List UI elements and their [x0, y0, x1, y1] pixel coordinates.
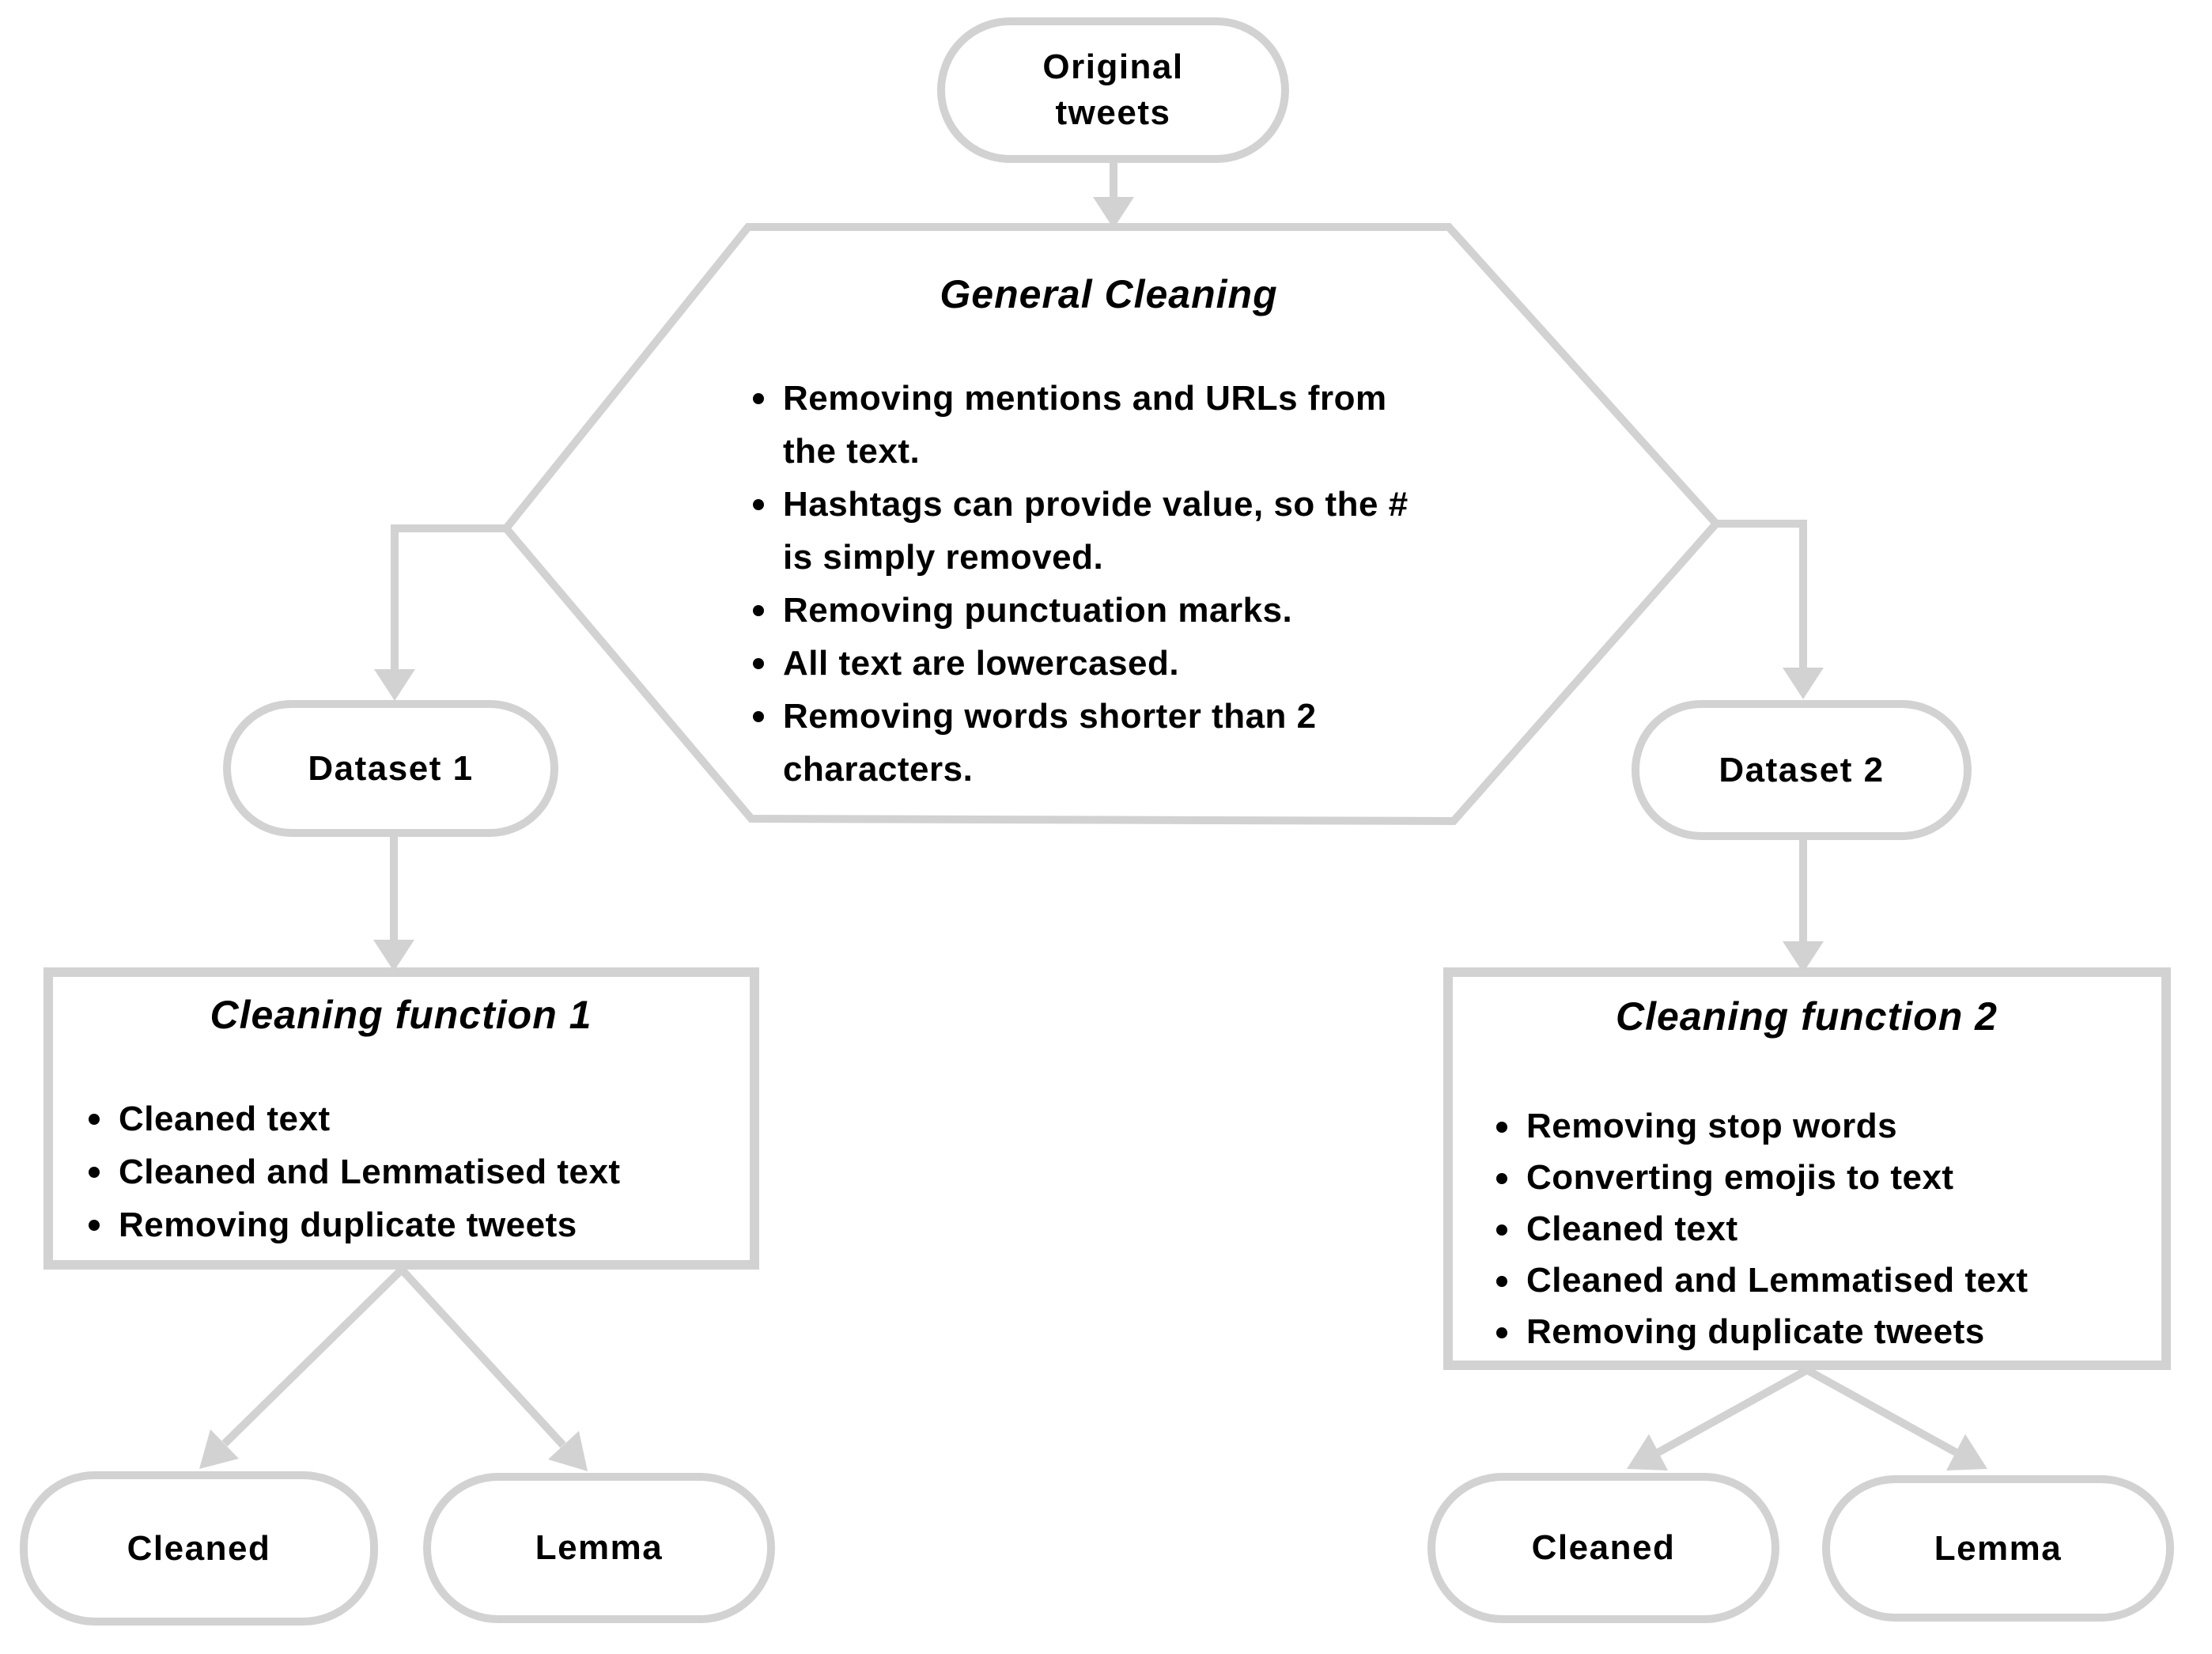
arrowhead-into-cleaned-left: [199, 1429, 239, 1469]
list-item: Removing mentions and URLs from the text…: [753, 372, 1518, 478]
connector-hexagon-to-dataset2: [1716, 520, 1807, 669]
arrowhead-into-dataset1: [374, 669, 415, 701]
hexagon-bullet-list: Removing mentions and URLs from the text…: [753, 372, 1518, 796]
connector-function1-to-cleaned: [221, 1266, 405, 1447]
dataset-2-node: Dataset 2: [1632, 700, 1972, 840]
list-item: All text are lowercased.: [753, 637, 1518, 690]
original-tweets-node: Original tweets: [937, 17, 1289, 163]
cleaning-function-1-title: Cleaning function 1: [210, 993, 592, 1037]
connector-function2-to-cleaned: [1656, 1366, 1809, 1456]
list-item: Removing duplicate tweets: [1496, 1306, 2151, 1357]
list-item: Cleaned text: [1496, 1203, 2151, 1255]
hexagon-title: General Cleaning: [940, 272, 1278, 316]
arrowhead-into-function2: [1783, 941, 1824, 973]
arrowhead-into-lemma-right: [1946, 1434, 1987, 1470]
list-item: Removing words shorter than 2 characters…: [753, 690, 1518, 796]
list-item: Removing duplicate tweets: [89, 1198, 735, 1251]
cleaned-node-left: Cleaned: [20, 1471, 378, 1626]
connector-function2-to-lemma: [1805, 1366, 1958, 1456]
list-item: Hashtags can provide value, so the # is …: [753, 478, 1518, 584]
cleaned-node-right: Cleaned: [1427, 1473, 1779, 1623]
connector-hexagon-to-dataset1: [391, 524, 506, 671]
list-item: Removing stop words: [1496, 1100, 2151, 1152]
cleaning-function-2-title: Cleaning function 2: [1616, 994, 1998, 1039]
arrowhead-into-cleaned-right: [1627, 1434, 1668, 1470]
arrowhead-into-function1: [373, 940, 414, 971]
list-item: Cleaned and Lemmatised text: [89, 1145, 735, 1198]
lemma-node-right: Lemma: [1822, 1475, 2174, 1622]
arrowhead-into-dataset2: [1783, 668, 1824, 699]
cleaning-function-1-box: [43, 967, 759, 1270]
cleaning-function-2-box: [1443, 967, 2171, 1370]
lemma-node-left: Lemma: [423, 1473, 775, 1623]
arrowhead-into-hexagon: [1093, 197, 1134, 229]
list-item: Removing punctuation marks.: [753, 584, 1518, 637]
connector-function1-to-lemma: [399, 1266, 566, 1448]
list-item: Cleaned text: [89, 1092, 735, 1145]
arrowhead-into-lemma-left: [548, 1431, 588, 1471]
list-item: Converting emojis to text: [1496, 1152, 2151, 1203]
list-item: Cleaned and Lemmatised text: [1496, 1255, 2151, 1306]
dataset-1-node: Dataset 1: [223, 700, 558, 837]
